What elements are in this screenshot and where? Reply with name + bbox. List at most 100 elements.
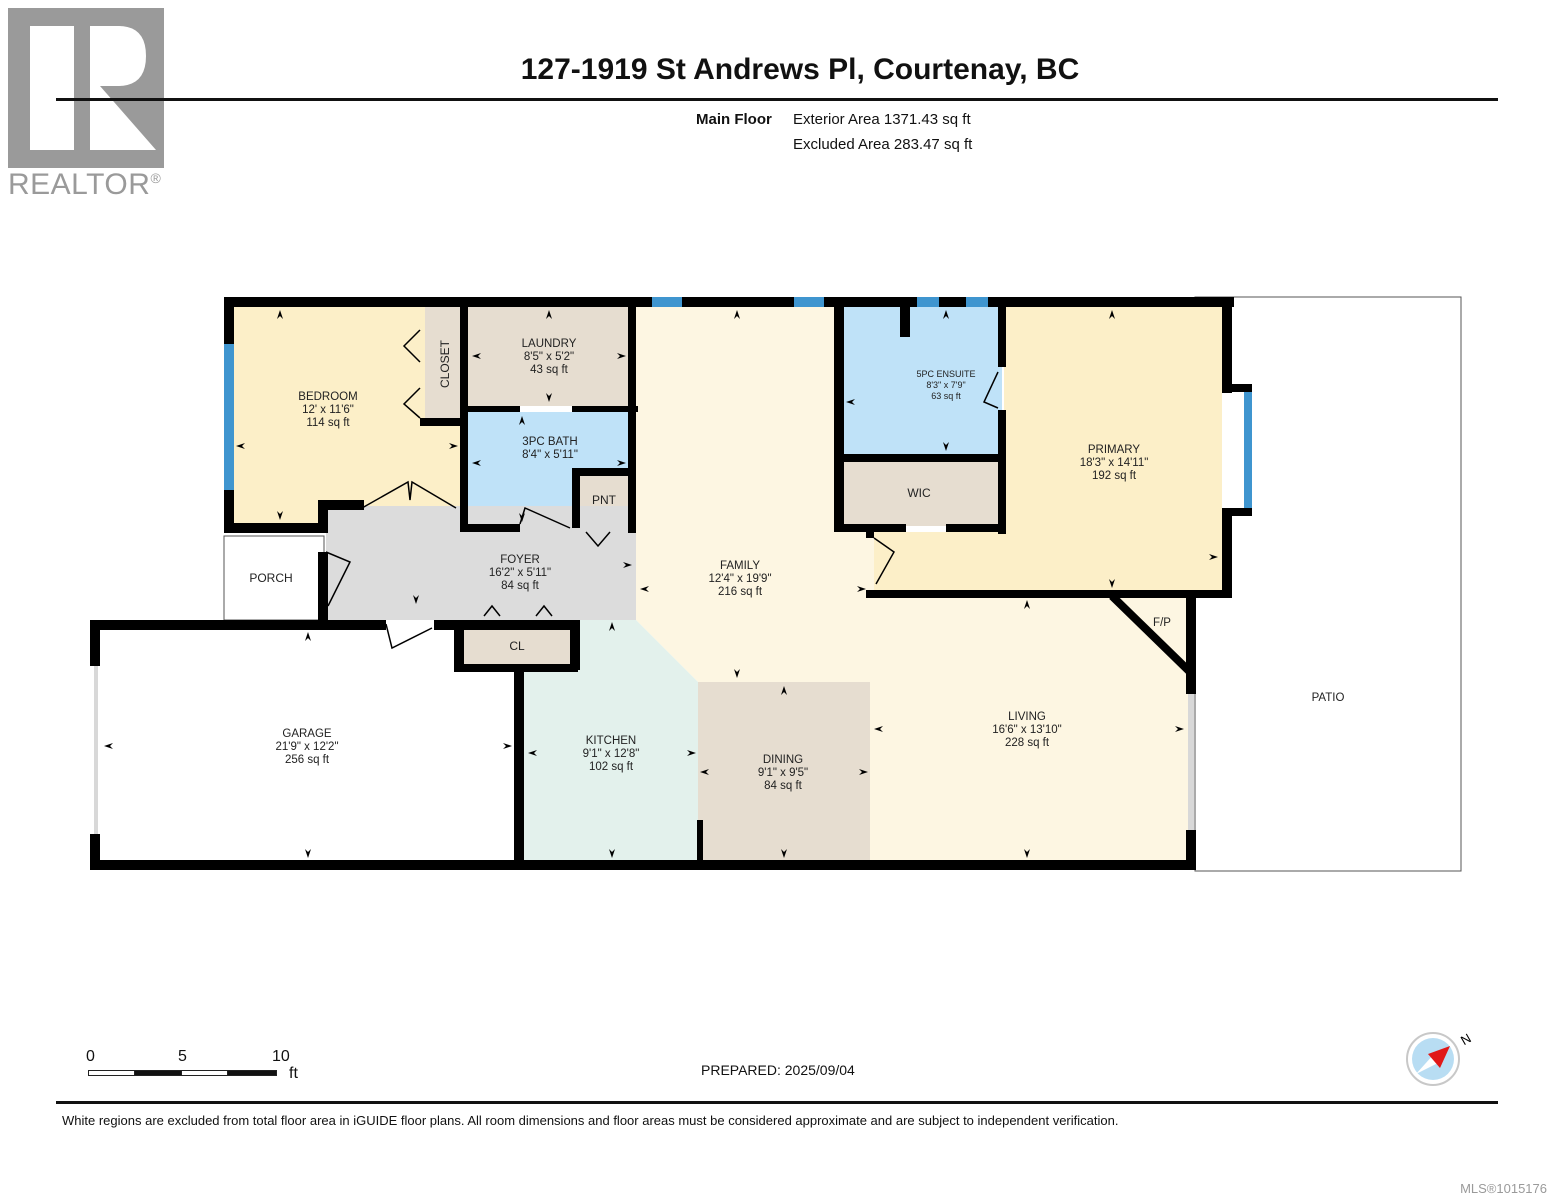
family-living-area [636, 306, 1190, 866]
room-dims-family: 12'4" x 19'9" [708, 573, 771, 585]
room-name-bedroom: BEDROOM [298, 391, 357, 403]
foyer-area [326, 506, 638, 620]
prepared-date: PREPARED: 2025/09/04 [701, 1062, 855, 1078]
room-dims-primary: 18'3" x 14'11" [1080, 457, 1149, 469]
doors [325, 329, 999, 650]
primary-area [874, 306, 1222, 592]
room-labels: BEDROOM 12' x 11'6" 114 sq ft CLOSET LAU… [249, 338, 1344, 792]
room-name-laundry: LAUNDRY [522, 338, 577, 350]
disclaimer-text: White regions are excluded from total fl… [62, 1113, 1119, 1128]
walls [90, 297, 1252, 870]
floor-label: Main Floor [696, 111, 772, 128]
windows [94, 297, 1252, 834]
scale-segment-1 [88, 1070, 135, 1076]
window-ensuite-1 [917, 297, 939, 307]
scale-tick-10: 10 [272, 1048, 290, 1065]
garage-entry-door [385, 623, 433, 650]
excluded-area: Excluded Area 283.47 sq ft [793, 136, 973, 153]
room-name-patio: PATIO [1312, 692, 1345, 704]
floor-plan: BEDROOM 12' x 11'6" 114 sq ft CLOSET LAU… [90, 296, 1462, 872]
page-title: 127-1919 St Andrews Pl, Courtenay, BC [520, 53, 1080, 86]
garage-area [98, 628, 516, 860]
realtor-wordmark: REALTOR® [8, 168, 161, 202]
room-name-foyer: FOYER [500, 554, 540, 566]
closet-area [425, 306, 463, 418]
porch-door [325, 551, 352, 607]
room-name-dining: DINING [763, 754, 803, 766]
cl-area [462, 626, 574, 664]
ensuite-area [842, 306, 1002, 456]
compass-north-label: N [1458, 1032, 1474, 1048]
bedroom-area [232, 306, 462, 524]
title-divider [56, 98, 1498, 101]
scale-segment-3 [181, 1070, 228, 1076]
room-name-bath: 3PC BATH [522, 436, 577, 448]
closet-door-1 [402, 329, 421, 363]
room-name-primary: PRIMARY [1088, 444, 1141, 456]
room-dims-kitchen: 9'1" x 12'8" [583, 748, 640, 760]
room-fills [98, 296, 1462, 872]
exterior-area: Exterior Area 1371.43 sq ft [793, 111, 971, 128]
living-slider-door [1188, 694, 1194, 830]
scale-segment-4 [227, 1070, 277, 1076]
primary-door [873, 537, 895, 585]
room-area-living: 228 sq ft [1005, 737, 1050, 749]
window-family-1 [652, 297, 682, 307]
scale-bar: 0 5 10 ft [86, 1048, 316, 1088]
compass-icon: N [1404, 1030, 1474, 1088]
room-area-dining: 84 sq ft [764, 780, 803, 792]
room-name-closet: CLOSET [438, 339, 452, 388]
room-dims-foyer: 16'2" x 5'11" [489, 567, 551, 579]
scale-unit: ft [289, 1065, 298, 1082]
room-dims-bath: 8'4" x 5'11" [522, 449, 578, 461]
room-name-wic: WIC [907, 486, 931, 500]
room-name-family: FAMILY [720, 560, 760, 572]
room-area-primary: 192 sq ft [1092, 470, 1137, 482]
scale-tick-0: 0 [86, 1048, 95, 1065]
scale-segment-2 [134, 1070, 182, 1076]
realtor-logo [8, 8, 164, 168]
porch-area [223, 535, 325, 621]
ensuite-door [982, 371, 999, 409]
garage-door [94, 666, 98, 834]
bedroom-double-door [361, 480, 457, 509]
room-name-cl: CL [509, 639, 525, 653]
mls-number: MLS®1015176 [1460, 1181, 1547, 1196]
room-name-ensuite: 5PC ENSUITE [916, 369, 975, 379]
scale-tick-5: 5 [178, 1048, 187, 1065]
kitchen-area [524, 620, 698, 862]
laundry-area [468, 306, 630, 406]
closet-door-2 [402, 387, 421, 419]
room-name-garage: GARAGE [282, 728, 332, 740]
room-dims-ensuite: 8'3" x 7'9" [926, 380, 965, 390]
window-ensuite-2 [966, 297, 988, 307]
room-area-family: 216 sq ft [718, 586, 763, 598]
room-name-living: LIVING [1008, 711, 1046, 723]
pantry-door [585, 531, 611, 548]
room-dims-laundry: 8'5" x 5'2" [524, 351, 574, 363]
room-name-porch: PORCH [249, 571, 292, 585]
dining-area [698, 682, 870, 862]
window-bedroom [224, 344, 234, 490]
realtor-text: REALTOR [8, 168, 151, 201]
room-dims-dining: 9'1" x 9'5" [758, 767, 808, 779]
room-area-foyer: 84 sq ft [501, 580, 540, 592]
patio-area [1194, 296, 1462, 872]
cl-door-2 [535, 604, 553, 617]
dimension-markers [104, 310, 1218, 858]
wic-area [842, 462, 998, 526]
footer-divider [56, 1101, 1498, 1104]
room-dims-bedroom: 12' x 11'6" [302, 404, 354, 416]
room-name-fp: F/P [1153, 617, 1171, 629]
room-name-kitchen: KITCHEN [586, 735, 636, 747]
cl-door-1 [483, 604, 501, 617]
room-name-pnt: PNT [592, 493, 617, 507]
room-area-bedroom: 114 sq ft [306, 417, 350, 429]
room-dims-garage: 21'9" x 12'2" [275, 741, 338, 753]
room-area-garage: 256 sq ft [285, 754, 330, 766]
room-area-ensuite: 63 sq ft [931, 391, 961, 401]
window-family-2 [794, 297, 824, 307]
window-primary [1244, 392, 1252, 508]
room-area-kitchen: 102 sq ft [589, 761, 634, 773]
room-area-laundry: 43 sq ft [530, 364, 569, 376]
